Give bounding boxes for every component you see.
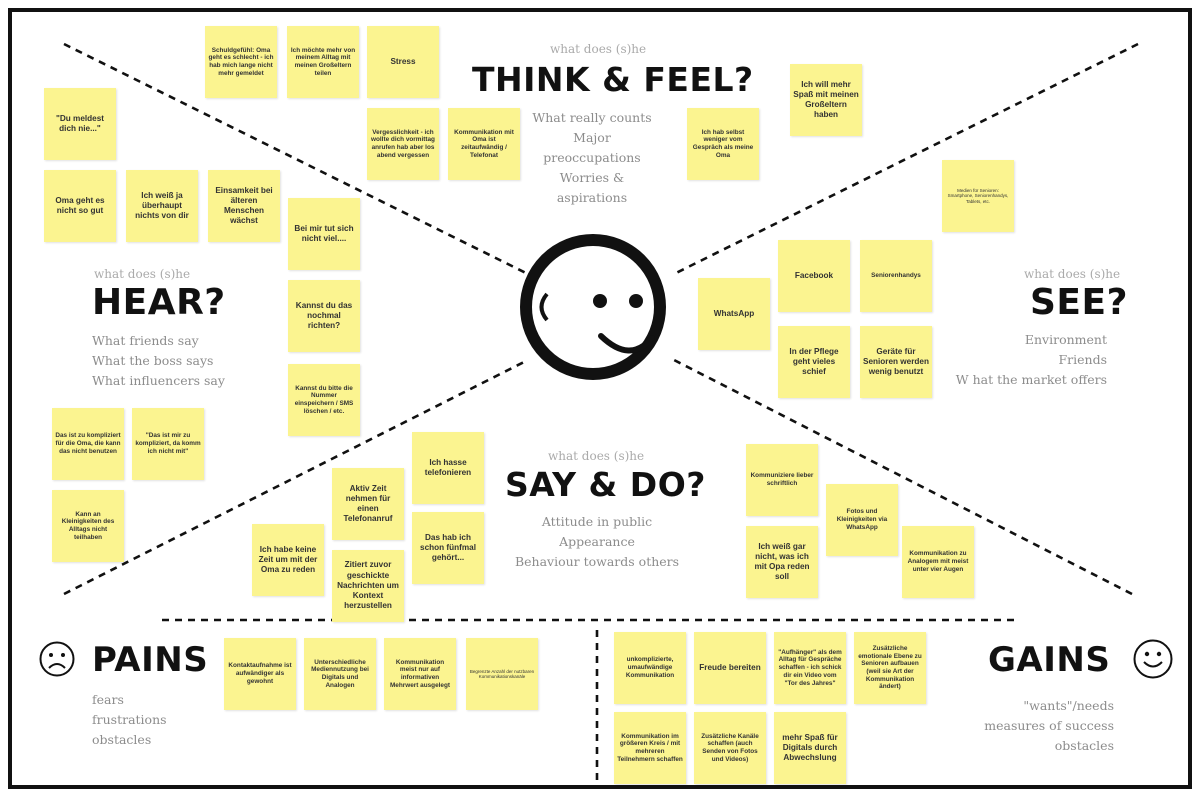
sticky-note-say[interactable]: Kommunikation zu Analogem mit meist unte… [902,526,974,598]
happy-face-icon [1132,638,1174,685]
sticky-note-think[interactable]: Kommunikation mit Oma ist zeitaufwändig … [448,108,520,180]
sticky-note-say[interactable]: Kommuniziere lieber schriftlich [746,444,818,516]
sticky-note-see[interactable]: WhatsApp [698,278,770,350]
sticky-note-think[interactable]: Ich will mehr Spaß mit meinen Großeltern… [790,64,862,136]
sticky-note-pain[interactable]: Begrenzte Anzahl der nutzbaren Kommunika… [466,638,538,710]
smiley-face-icon [520,234,666,380]
think-prompt-1: What really counts [532,110,652,125]
sticky-note-say[interactable]: Fotos und Kleinigkeiten via WhatsApp [826,484,898,556]
sticky-note-gain[interactable]: Zusätzliche emotionale Ebene zu Senioren… [854,632,926,704]
hear-prompt-3: What influencers say [92,373,225,388]
pains-prompts: fears frustrations obstacles [92,690,167,750]
sticky-note-hear[interactable]: Einsamkeit bei älteren Menschen wächst [208,170,280,242]
sticky-note-see[interactable]: Medien für Senioren: Smartphone, Seniore… [942,160,1014,232]
sticky-note-gain[interactable]: mehr Spaß für Digitals durch Abwechslung [774,712,846,784]
sticky-note-hear[interactable]: Kannst du das nochmal richten? [288,280,360,352]
hear-question: what does (s)he [94,267,191,281]
sticky-note-see[interactable]: Geräte für Senioren werden wenig benutzt [860,326,932,398]
gains-title: GAINS [988,640,1111,680]
pains-prompt-1: fears [92,692,124,707]
gains-prompts: "wants"/needs measures of success obstac… [952,696,1114,756]
see-prompt-2: Friends [1058,352,1107,367]
pains-prompt-3: obstacles [92,732,152,747]
hear-title: HEAR? [92,282,226,323]
sticky-note-see[interactable]: In der Pflege geht vieles schief [778,326,850,398]
gains-prompt-3: obstacles [1054,738,1114,753]
say-prompt-2: Appearance [559,534,635,549]
sticky-note-hear[interactable]: "Du meldest dich nie..." [44,88,116,160]
say-prompts: Attitude in public Appearance Behaviour … [512,512,682,572]
say-prompt-3: Behaviour towards others [514,554,680,569]
sad-face-icon [38,640,76,683]
think-prompts: What really counts Major preoccupations … [527,108,657,208]
think-question: what does (s)he [550,42,647,56]
say-question: what does (s)he [548,449,645,463]
sticky-note-see[interactable]: Seniorenhandys [860,240,932,312]
see-prompts: Environment Friends W hat the market off… [952,330,1107,390]
hear-prompt-1: What friends say [92,333,199,348]
sticky-note-say[interactable]: Ich habe keine Zeit um mit der Oma zu re… [252,524,324,596]
sticky-note-hear[interactable]: Oma geht es nicht so gut [44,170,116,242]
sticky-note-gain[interactable]: "Aufhänger" als dem Alltag für Gespräche… [774,632,846,704]
sticky-note-think[interactable]: Schuldgefühl: Oma geht es schlecht - ich… [205,26,277,98]
sticky-note-think[interactable]: Vergesslichkeit - ich wollte dich vormit… [367,108,439,180]
sticky-note-hear[interactable]: "Das ist mir zu kompliziert, da komm ich… [132,408,204,480]
hear-prompt-2: What the boss says [92,353,214,368]
sticky-note-pain[interactable]: Kontaktaufnahme ist aufwändiger als gewo… [224,638,296,710]
see-prompt-1: Environment [1024,332,1107,347]
diagonal-bottom-left [63,358,529,596]
sticky-note-say[interactable]: Ich hasse telefonieren [412,432,484,504]
think-prompt-3: Worries & aspirations [556,170,628,205]
sticky-note-say[interactable]: Zitiert zuvor geschickte Nachrichten um … [332,550,404,622]
sticky-note-say[interactable]: Ich weiß gar nicht, was ich mit Opa rede… [746,526,818,598]
gains-prompt-1: "wants"/needs [1023,698,1114,713]
sticky-note-hear[interactable]: Bei mir tut sich nicht viel.... [288,198,360,270]
sticky-note-think[interactable]: Ich möchte mehr von meinem Alltag mit me… [287,26,359,98]
sticky-note-hear[interactable]: Kann an Kleinigkeiten des Alltags nicht … [52,490,124,562]
sticky-note-hear[interactable]: Ich weiß ja überhaupt nichts von dir [126,170,198,242]
empathy-map-board: what does (s)he THINK & FEEL? What reall… [8,8,1192,789]
sticky-note-gain[interactable]: Zusätzliche Kanäle schaffen (auch Senden… [694,712,766,784]
gains-prompt-2: measures of success [984,718,1114,733]
sticky-note-hear[interactable]: Das ist zu kompliziert für die Oma, die … [52,408,124,480]
diagonal-top-left [63,42,529,276]
sticky-note-say[interactable]: Aktiv Zeit nehmen für einen Telefonanruf [332,468,404,540]
say-prompt-1: Attitude in public [541,514,653,529]
pains-title: PAINS [92,640,209,680]
sticky-note-gain[interactable]: Kommunikation im größeren Kreis / mit me… [614,712,686,784]
pains-prompt-2: frustrations [92,712,167,727]
sticky-note-pain[interactable]: Kommunikation meist nur auf informativen… [384,638,456,710]
say-title: SAY & DO? [505,465,706,504]
sticky-note-think[interactable]: Ich hab selbst weniger vom Gespräch als … [687,108,759,180]
sticky-note-pain[interactable]: Unterschiedliche Mediennutzung bei Digit… [304,638,376,710]
hear-prompts: What friends say What the boss says What… [92,331,225,391]
see-question: what does (s)he [1024,267,1121,281]
sticky-note-gain[interactable]: unkomplizierte, umaufwändige Kommunikati… [614,632,686,704]
diagonal-top-right [673,42,1139,276]
sticky-note-see[interactable]: Facebook [778,240,850,312]
sticky-note-think[interactable]: Stress [367,26,439,98]
think-prompt-2: Major preoccupations [543,130,641,165]
sticky-note-say[interactable]: Das hab ich schon fünfmal gehört... [412,512,484,584]
see-prompt-3: W hat the market offers [955,372,1107,387]
see-title: SEE? [1030,282,1128,323]
sticky-note-gain[interactable]: Freude bereiten [694,632,766,704]
map-lines [63,42,1139,782]
think-title: THINK & FEEL? [472,60,754,99]
sticky-note-hear[interactable]: Kannst du bitte die Nummer einspeichern … [288,364,360,436]
